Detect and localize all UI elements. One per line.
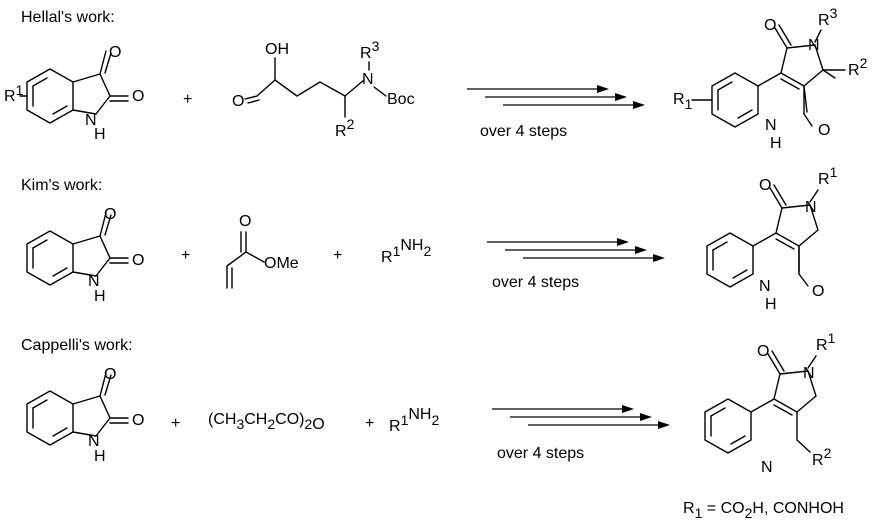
atom-label: N xyxy=(761,459,773,476)
atom-label: O xyxy=(239,213,251,230)
substituent-label: R1 xyxy=(673,91,693,112)
reaction-arrows xyxy=(491,404,671,430)
product-structure: O N O N H R3 R2 R1 xyxy=(673,5,868,152)
amine-reagent: R1NH2 xyxy=(381,237,431,266)
substituent-label: R1 xyxy=(818,164,838,188)
arrow-caption: over 4 steps xyxy=(492,274,579,291)
atom-label: H xyxy=(765,296,777,313)
isatin-structure: O O N H R1 xyxy=(4,44,144,143)
atom-label: N xyxy=(805,199,817,216)
row-title: Kim's work: xyxy=(21,177,102,194)
atom-label: O xyxy=(109,44,121,61)
atom-label: N xyxy=(88,433,100,450)
atom-label: H xyxy=(94,126,106,143)
plus-sign: + xyxy=(365,415,374,432)
atom-label: N xyxy=(362,71,374,88)
reaction-arrows xyxy=(466,84,646,110)
atom-label: O xyxy=(812,283,824,300)
plus-sign: + xyxy=(333,247,342,264)
atom-label: H xyxy=(94,288,106,305)
plus-sign: + xyxy=(181,247,190,264)
anhydride-reagent: (CH3CH2CO)2O xyxy=(208,411,325,433)
isatin-structure: O O N H xyxy=(26,366,144,465)
atom-label: N xyxy=(808,37,820,54)
ester-label: OMe xyxy=(264,255,299,272)
atom-label: H xyxy=(770,135,782,152)
atom-label: O xyxy=(757,343,769,360)
atom-label: O xyxy=(818,122,830,139)
atom-label: N xyxy=(88,273,100,290)
substituent-label: R3 xyxy=(360,38,380,62)
reaction-arrows xyxy=(486,237,666,263)
amino-acid-reagent: OH O N Boc R3 R2 xyxy=(232,38,415,140)
amine-reagent: R1NH2 xyxy=(389,406,439,435)
substituent-definition: R1 = CO2H, CONHOH xyxy=(683,500,844,521)
atom-label: O xyxy=(759,177,771,194)
row-hellal: Hellal's work: O O N H R1 + OH O N Boc R… xyxy=(4,5,868,152)
atom-label: N xyxy=(803,365,815,382)
atom-label: OH xyxy=(265,41,289,58)
row-title: Cappelli's work: xyxy=(21,337,133,354)
substituent-label: R1 xyxy=(816,330,836,354)
plus-sign: + xyxy=(183,91,192,108)
atom-label: O xyxy=(132,252,144,269)
atom-label: N xyxy=(765,117,777,134)
isatin-structure: O O N H xyxy=(26,206,144,305)
arrow-caption: over 4 steps xyxy=(480,123,567,140)
atom-label: O xyxy=(104,206,116,223)
plus-sign: + xyxy=(171,415,180,432)
acrylate-reagent: O OMe xyxy=(226,213,299,289)
product-structure: O N O N H R1 xyxy=(706,164,838,313)
protecting-group-label: Boc xyxy=(387,91,415,108)
atom-label: N xyxy=(85,112,97,129)
row-title: Hellal's work: xyxy=(21,9,115,26)
atom-label: O xyxy=(232,93,244,110)
substituent-label: R3 xyxy=(818,5,838,29)
substituent-label: R2 xyxy=(848,55,868,79)
product-structure: O N N R1 R2 xyxy=(704,330,836,476)
arrow-caption: over 4 steps xyxy=(497,445,584,462)
substituent-label: R2 xyxy=(812,445,832,469)
row-kim: Kim's work: O O N H + O OMe + R1NH2 over… xyxy=(21,164,838,313)
atom-label: O xyxy=(132,88,144,105)
atom-label: O xyxy=(132,412,144,429)
row-cappelli: Cappelli's work: O O N H + (CH3CH2CO)2O … xyxy=(21,330,836,476)
atom-label: N xyxy=(759,278,771,295)
atom-label: H xyxy=(94,448,106,465)
substituent-label: R1 xyxy=(4,82,24,105)
atom-label: O xyxy=(104,366,116,383)
atom-label: O xyxy=(764,17,776,34)
substituent-label: R2 xyxy=(335,116,355,140)
